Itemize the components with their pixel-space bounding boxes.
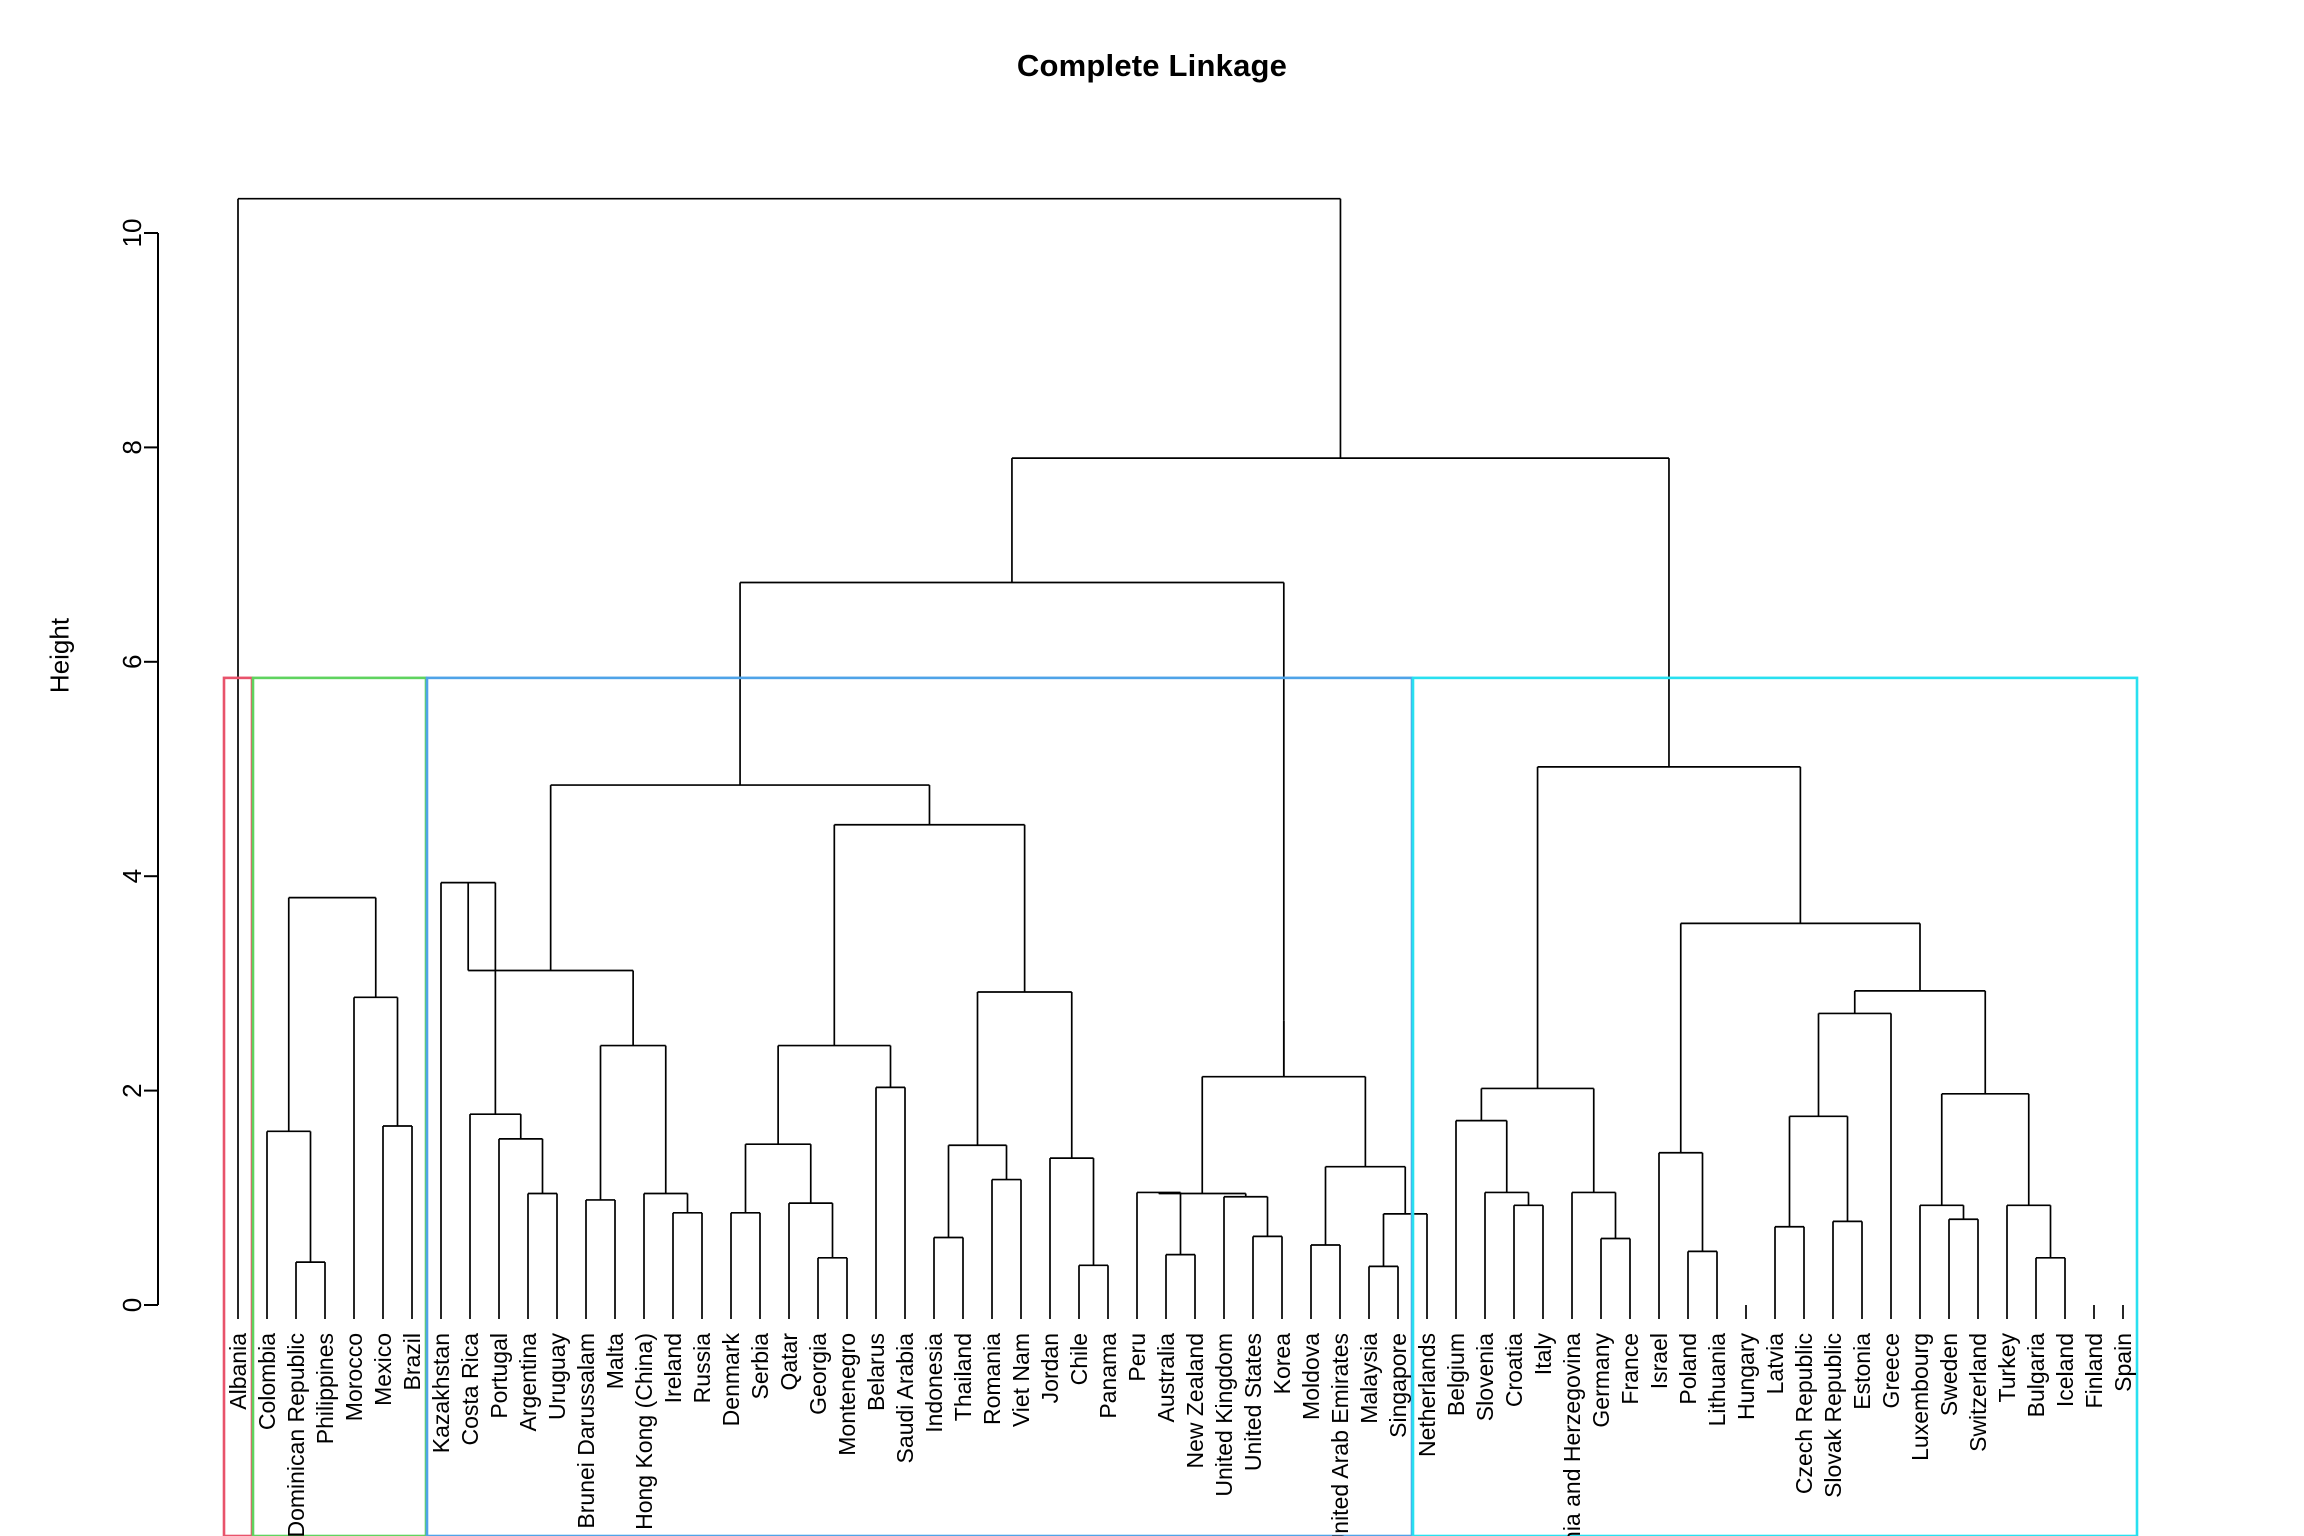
leaf-label: Australia — [1153, 1333, 1179, 1423]
y-axis-tick-label: 8 — [117, 440, 147, 454]
y-axis-tick-label: 10 — [117, 219, 147, 248]
leaf-label: Germany — [1588, 1333, 1614, 1428]
leaf-label: Kazakhstan — [428, 1333, 454, 1453]
leaf-label: Greece — [1878, 1333, 1904, 1408]
leaf-label: Lithuania — [1704, 1333, 1730, 1427]
leaf-label: Belgium — [1443, 1333, 1469, 1416]
leaf-label: Netherlands — [1414, 1333, 1440, 1457]
leaf-label: Romania — [979, 1333, 1005, 1425]
y-axis-tick-label: 2 — [117, 1083, 147, 1097]
leaf-label: Qatar — [776, 1333, 802, 1391]
leaf-label: Indonesia — [921, 1333, 947, 1433]
leaf-label: Montenegro — [834, 1333, 860, 1456]
leaf-label: Sweden — [1936, 1333, 1962, 1416]
leaf-label: Russia — [689, 1333, 715, 1404]
leaf-label: Israel — [1646, 1333, 1672, 1389]
leaf-label: Croatia — [1501, 1333, 1527, 1407]
leaf-label: Hungary — [1733, 1333, 1759, 1420]
leaf-label: Viet Nam — [1008, 1333, 1034, 1427]
leaf-label: Chile — [1066, 1333, 1092, 1385]
leaf-label: Korea — [1269, 1333, 1295, 1395]
leaf-label: United States — [1240, 1333, 1266, 1471]
leaf-label: Costa Rica — [457, 1333, 483, 1446]
y-axis-tick-label: 6 — [117, 655, 147, 669]
leaf-label: Portugal — [486, 1333, 512, 1419]
leaf-label: Slovak Republic — [1820, 1333, 1846, 1498]
leaf-label: Hong Kong (China) — [631, 1333, 657, 1530]
leaf-label: Iceland — [2052, 1333, 2078, 1407]
plot-title: Complete Linkage — [1016, 48, 1288, 83]
leaf-label: Moldova — [1298, 1333, 1324, 1420]
leaf-label: Philippines — [312, 1333, 338, 1444]
leaf-label: Brunei Darussalam — [573, 1333, 599, 1529]
leaf-label: New Zealand — [1182, 1333, 1208, 1469]
leaf-label: Turkey — [1994, 1333, 2020, 1403]
leaf-label: Uruguay — [544, 1333, 570, 1420]
leaf-label: Brazil — [399, 1333, 425, 1391]
leaf-label: Bulgaria — [2023, 1333, 2049, 1418]
leaf-label: Luxembourg — [1907, 1333, 1933, 1461]
leaf-label: Morocco — [341, 1333, 367, 1421]
leaf-label: Peru — [1124, 1333, 1150, 1382]
leaf-label: United Kingdom — [1211, 1333, 1237, 1497]
leaf-label: Thailand — [950, 1333, 976, 1421]
leaf-label: Bosnia and Herzegovina — [1559, 1333, 1585, 1536]
leaf-label: Estonia — [1849, 1333, 1875, 1410]
leaf-label: Belarus — [863, 1333, 889, 1411]
leaf-label: Argentina — [515, 1333, 541, 1432]
leaf-label: Jordan — [1037, 1333, 1063, 1403]
leaf-label: Panama — [1095, 1333, 1121, 1419]
y-axis-tick-label: 0 — [117, 1298, 147, 1312]
leaf-label: Switzerland — [1965, 1333, 1991, 1452]
leaf-label: Czech Republic — [1791, 1333, 1817, 1494]
leaf-label: Serbia — [747, 1333, 773, 1400]
leaf-label: Slovenia — [1472, 1333, 1498, 1421]
leaf-label: Italy — [1530, 1333, 1556, 1376]
leaf-label: Denmark — [718, 1333, 744, 1427]
leaf-label: Poland — [1675, 1333, 1701, 1405]
leaf-label: France — [1617, 1333, 1643, 1405]
leaf-label: Albania — [225, 1333, 251, 1410]
y-axis-tick-label: 4 — [117, 869, 147, 883]
leaf-label: Spain — [2110, 1333, 2136, 1392]
leaf-label: Colombia — [254, 1333, 280, 1430]
leaf-label: Malaysia — [1356, 1333, 1382, 1424]
leaf-label: Mexico — [370, 1333, 396, 1406]
cluster-boxes — [222, 676, 2139, 1536]
leaf-label: United Arab Emirates — [1327, 1333, 1353, 1536]
cluster-box-cluster-4 — [1411, 676, 2139, 1536]
leaf-label: Ireland — [660, 1333, 686, 1403]
leaf-label: Dominican Republic — [283, 1333, 309, 1536]
leaf-label: Malta — [602, 1333, 628, 1389]
leaf-label: Finland — [2081, 1333, 2107, 1408]
y-axis: 0 2 4 6 8 10 — [117, 219, 159, 1312]
leaf-label: Singapore — [1385, 1333, 1411, 1438]
leaf-label: Georgia — [805, 1333, 831, 1415]
leaf-label: Saudi Arabia — [892, 1333, 918, 1464]
dendrogram-tree — [237, 197, 2066, 1305]
leaf-label: Latvia — [1762, 1333, 1788, 1395]
